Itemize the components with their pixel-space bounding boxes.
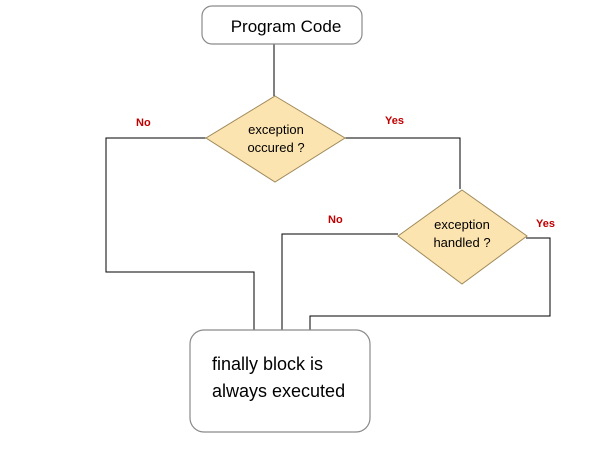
program-code-label: Program Code — [231, 17, 342, 36]
finally-block-node: finally block is always executed — [189, 329, 371, 433]
connector-handled-yes — [309, 237, 551, 330]
exception-occured-decision: exception occured ? — [205, 95, 346, 183]
exception-occured-line2: occured ? — [247, 140, 304, 155]
edge-label-handled-yes: Yes — [536, 218, 555, 230]
connector-occured-yes — [344, 137, 461, 189]
program-code-node: Program Code — [201, 5, 363, 45]
exception-handled-line1: exception — [434, 217, 490, 232]
edge-label-handled-no: No — [328, 214, 343, 226]
connector-occured-no — [105, 137, 255, 330]
program-code-box — [201, 5, 363, 45]
exception-handled-diamond — [397, 189, 528, 285]
connector-handled-no — [281, 233, 398, 330]
exception-handled-decision: exception handled ? — [397, 189, 528, 285]
finally-block-line2: always executed — [212, 381, 345, 401]
finally-block-box — [189, 329, 371, 433]
connectors — [105, 44, 551, 330]
exception-occured-diamond — [205, 95, 346, 183]
edge-label-occured-yes: Yes — [385, 115, 404, 127]
edge-label-occured-no: No — [136, 117, 151, 129]
finally-block-line1: finally block is — [212, 354, 323, 374]
exception-occured-line1: exception — [248, 122, 304, 137]
exception-handled-line2: handled ? — [433, 235, 490, 250]
